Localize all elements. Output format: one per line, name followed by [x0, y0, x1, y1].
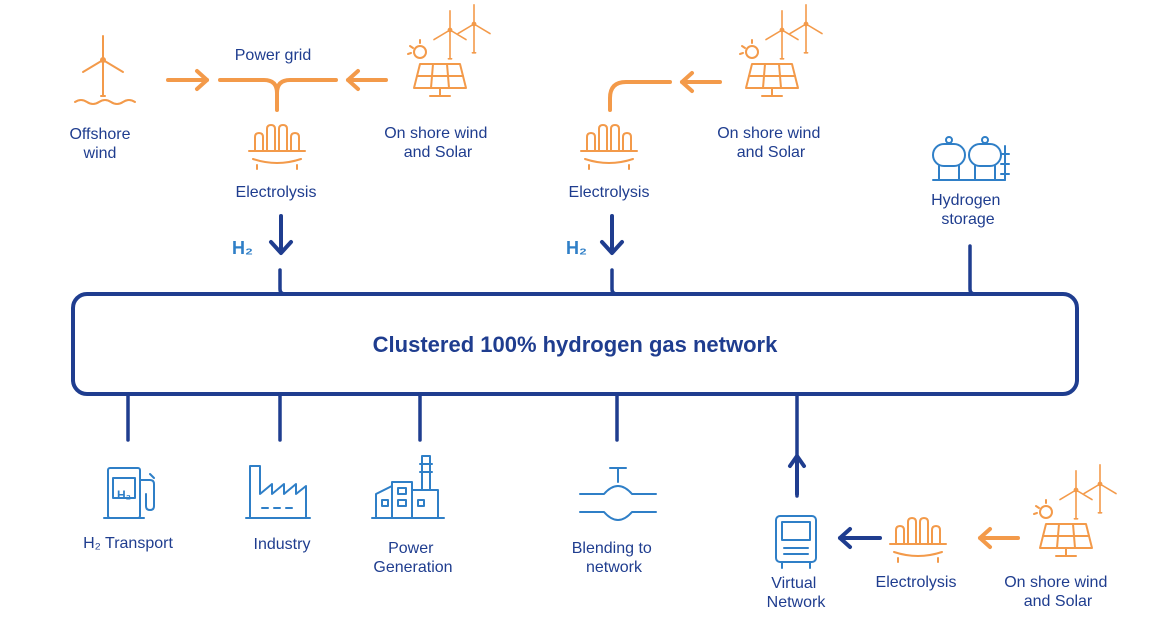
- hydrogen-storage-icon: [932, 136, 1010, 181]
- electrolysis-icon-mid: [580, 124, 638, 170]
- connector-electrolysis-mid: [610, 268, 619, 296]
- network-title: Clustered 100% hydrogen gas network: [373, 332, 778, 357]
- onshore-label-bottom: On shore wind and Solar: [1004, 574, 1112, 610]
- solar-wind-icon: [408, 5, 490, 96]
- electrolysis-icon-left: [248, 124, 306, 170]
- virtual-network-label: Virtual Network: [767, 575, 827, 611]
- factory-icon: [245, 465, 311, 519]
- mid-supply-pipe: [608, 80, 672, 112]
- industry-label: Industry: [254, 536, 311, 553]
- h2-pump-icon: [103, 467, 155, 519]
- connector-storage: [968, 244, 977, 296]
- power-grid-label: Power grid: [235, 47, 311, 64]
- h2-pump-icon-text: H₂: [117, 488, 131, 502]
- onshore-label-left: On shore wind and Solar: [384, 125, 492, 161]
- h2-label-mid: H₂: [566, 238, 587, 258]
- power-generation-label: Power Generation: [373, 540, 452, 576]
- hydrogen-network-box: [71, 292, 1079, 396]
- solar-wind-icon-bottom: [1034, 465, 1116, 556]
- power-plant-icon: [371, 455, 445, 519]
- power-grid-junction: [218, 78, 338, 112]
- arrow-electrolysis-to-virtual: [838, 527, 882, 549]
- solar-wind-icon-mid: [740, 5, 822, 96]
- arrow-h2-left: [269, 214, 293, 255]
- electrolysis-label-bottom: Electrolysis: [876, 574, 957, 591]
- h2-label-left: H₂: [232, 238, 253, 258]
- virtual-network-arrow: [788, 454, 806, 496]
- electrolysis-icon-bottom: [889, 517, 947, 563]
- arrow-onshore-to-electrolysis: [978, 527, 1020, 549]
- arrow-onshore-to-mid: [680, 71, 722, 93]
- electrolysis-label-mid: Electrolysis: [569, 184, 650, 201]
- offshore-wind-icon: [74, 35, 136, 105]
- onshore-label-mid: On shore wind and Solar: [717, 125, 825, 161]
- connector-electrolysis-left: [278, 268, 287, 296]
- arrow-onshore-to-grid: [346, 69, 388, 91]
- blending-label: Blending to network: [572, 540, 657, 576]
- hydrogen-storage-label: Hydrogen storage: [931, 192, 1005, 228]
- arrow-offshore-to-grid: [166, 69, 209, 91]
- arrow-h2-mid: [600, 214, 624, 255]
- truck-icon: [775, 515, 817, 569]
- pipe-valve-icon: [579, 467, 657, 521]
- electrolysis-label-left: Electrolysis: [236, 184, 317, 201]
- h2-transport-label: H₂ Transport: [83, 535, 173, 552]
